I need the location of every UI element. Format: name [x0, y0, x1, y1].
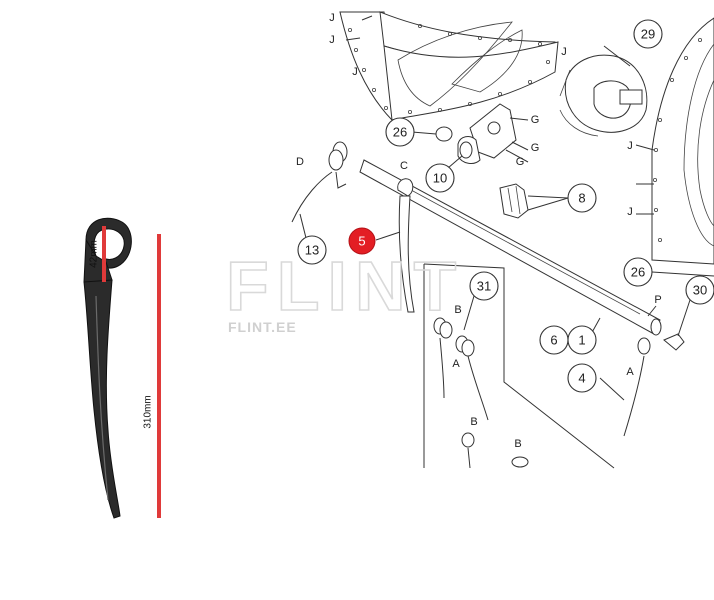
callout-5-highlighted: 5: [348, 227, 376, 255]
left-spring: [291, 141, 348, 223]
label-p: P: [654, 294, 661, 306]
callout-1: 1: [567, 325, 597, 355]
label-g1: G: [531, 114, 540, 126]
callout-6: 6: [539, 325, 569, 355]
callout-4: 4: [567, 363, 597, 393]
label-a1: A: [452, 358, 460, 370]
label-b1: B: [454, 304, 461, 316]
svg-text:8: 8: [578, 191, 585, 206]
callout-10: 10: [425, 163, 455, 193]
watermark: FLINT FLINT.EE: [225, 246, 464, 335]
hub-part: [559, 54, 648, 137]
svg-text:6: 6: [550, 333, 557, 348]
svg-text:30: 30: [693, 283, 707, 298]
label-j1: J: [329, 12, 335, 24]
label-d: D: [296, 156, 304, 168]
clip-part: [499, 183, 529, 219]
rivet-holes: [347, 23, 551, 115]
callout-26-lower: 26: [623, 257, 653, 287]
label-a2: A: [626, 366, 634, 378]
label-c: C: [400, 160, 408, 172]
callout-30: 30: [685, 275, 714, 305]
svg-text:26: 26: [393, 125, 407, 140]
height-dimension-label: 310mm: [143, 395, 154, 428]
loop-dimension: 42mm: [89, 226, 106, 282]
svg-text:4: 4: [578, 371, 585, 386]
label-j3: J: [352, 66, 358, 78]
callout-8: 8: [567, 183, 597, 213]
tine-shaft: [359, 159, 662, 336]
label-j5: J: [627, 140, 633, 152]
svg-text:1: 1: [578, 333, 585, 348]
callout-31: 31: [469, 271, 499, 301]
label-g2: G: [531, 142, 540, 154]
label-b3: B: [514, 438, 521, 450]
loop-dimension-label: 42mm: [89, 240, 100, 268]
callout-26-upper: 26: [385, 117, 415, 147]
right-rotor-holes: [653, 38, 703, 242]
label-j6: J: [627, 206, 633, 218]
label-j4: J: [561, 46, 567, 58]
callout-29: 29: [633, 19, 663, 49]
svg-text:29: 29: [641, 27, 655, 42]
callout-13: 13: [297, 235, 327, 265]
svg-text:31: 31: [477, 279, 491, 294]
svg-text:5: 5: [358, 234, 365, 249]
svg-text:10: 10: [433, 171, 447, 186]
height-dimension: 310mm: [143, 234, 161, 518]
label-g3: G: [516, 156, 525, 168]
watermark-main: FLINT: [226, 247, 464, 325]
exploded-drawing: J J J J J J G G G C D P B B B A A 29 26 …: [291, 11, 714, 469]
tine-product-image: [83, 217, 132, 519]
watermark-sub: FLINT.EE: [228, 319, 297, 335]
bracket-part: [457, 103, 517, 164]
label-j2: J: [329, 34, 335, 46]
svg-text:13: 13: [305, 243, 319, 258]
svg-text:26: 26: [631, 265, 645, 280]
label-b2: B: [470, 416, 477, 428]
lower-tines: [433, 317, 651, 469]
